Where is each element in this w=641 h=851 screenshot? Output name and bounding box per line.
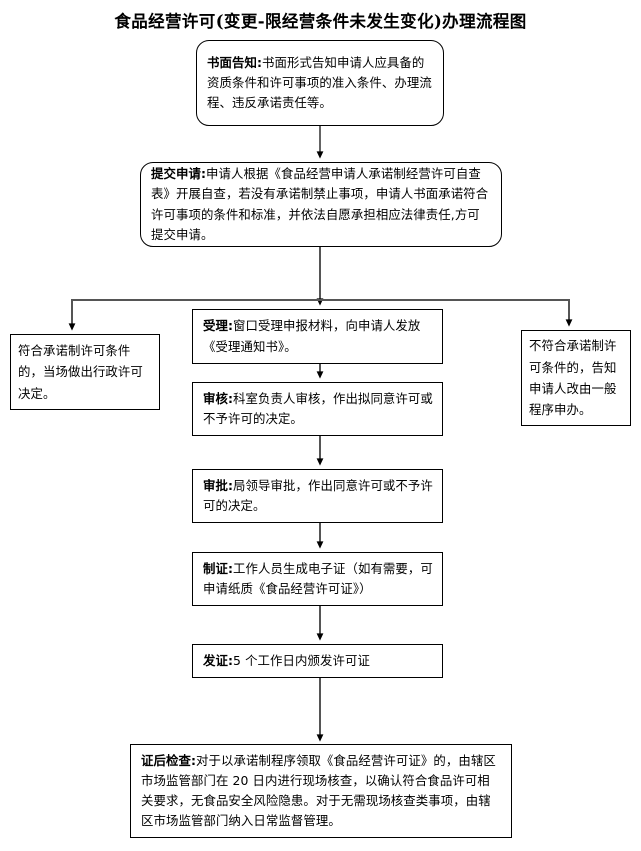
node-text: 审批:局领导审批，作出同意许可或不予许可的决定。 (193, 472, 442, 520)
node-body: 符合承诺制许可条件的，当场做出行政许可决定。 (18, 343, 143, 401)
node-text: 制证:工作人员生成电子证（如有需要，可申请纸质《食品经营许可证》） (193, 555, 442, 603)
node-qualified-onsite-decision[interactable]: 符合承诺制许可条件的，当场做出行政许可决定。 (10, 334, 160, 410)
node-label: 受理: (203, 318, 234, 334)
node-body: 申请人根据《食品经营申请人承诺制经营许可自查表》开展自查，若没有承诺制禁止事项，… (151, 166, 489, 242)
node-text: 书面告知:书面形式告知申请人应具备的资质条件和许可事项的准入条件、办理流程、违反… (197, 49, 443, 117)
node-text: 证后检查:对于以承诺制程序领取《食品经营许可证》的，由辖区市场监管部门在 20 … (131, 747, 511, 835)
node-review[interactable]: 审核:科室负责人审核，作出拟同意许可或不予许可的决定。 (192, 382, 443, 436)
node-body: 科室负责人审核，作出拟同意许可或不予许可的决定。 (203, 390, 433, 426)
page-title: 食品经营许可(变更-限经营条件未发生变化)办理流程图 (114, 12, 527, 31)
node-certificate-production[interactable]: 制证:工作人员生成电子证（如有需要，可申请纸质《食品经营许可证》） (192, 552, 443, 606)
node-certificate-issuance[interactable]: 发证:5 个工作日内颁发许可证 (192, 644, 443, 678)
node-body: 窗口受理申报材料，向申请人发放《受理通知书》。 (203, 318, 421, 354)
node-approval[interactable]: 审批:局领导审批，作出同意许可或不予许可的决定。 (192, 469, 443, 523)
node-label: 提交申请: (151, 166, 207, 182)
node-unqualified-general-procedure[interactable]: 不符合承诺制许可条件的，告知申请人改由一般程序申办。 (521, 330, 631, 426)
node-body: 5 个工作日内颁发许可证 (233, 652, 370, 668)
node-text: 不符合承诺制许可条件的，告知申请人改由一般程序申办。 (522, 332, 630, 423)
node-text: 提交申请:申请人根据《食品经营申请人承诺制经营许可自查表》开展自查，若没有承诺制… (141, 160, 501, 248)
node-body: 工作人员生成电子证（如有需要，可申请纸质《食品经营许可证》） (203, 560, 433, 596)
node-post-certification-inspection[interactable]: 证后检查:对于以承诺制程序领取《食品经营许可证》的，由辖区市场监管部门在 20 … (130, 744, 512, 838)
node-label: 证后检查: (141, 752, 197, 768)
node-body: 不符合承诺制许可条件的，告知申请人改由一般程序申办。 (529, 338, 617, 418)
node-label: 书面告知: (207, 54, 263, 70)
node-text: 符合承诺制许可条件的，当场做出行政许可决定。 (11, 337, 159, 407)
node-written-notification[interactable]: 书面告知:书面形式告知申请人应具备的资质条件和许可事项的准入条件、办理流程、违反… (196, 40, 444, 126)
node-acceptance[interactable]: 受理:窗口受理申报材料，向申请人发放《受理通知书》。 (192, 309, 443, 364)
node-body: 对于以承诺制程序领取《食品经营许可证》的，由辖区市场监管部门在 20 日内进行现… (141, 752, 496, 829)
node-label: 审核: (203, 390, 234, 406)
node-text: 发证:5 个工作日内颁发许可证 (193, 649, 442, 673)
node-label: 发证: (203, 652, 234, 668)
node-submit-application[interactable]: 提交申请:申请人根据《食品经营申请人承诺制经营许可自查表》开展自查，若没有承诺制… (140, 162, 502, 247)
node-text: 审核:科室负责人审核，作出拟同意许可或不予许可的决定。 (193, 385, 442, 433)
node-body: 局领导审批，作出同意许可或不予许可的决定。 (203, 477, 433, 513)
node-text: 受理:窗口受理申报材料，向申请人发放《受理通知书》。 (193, 312, 442, 360)
node-body: 书面形式告知申请人应具备的资质条件和许可事项的准入条件、办理流程、违反承诺责任等… (207, 54, 432, 111)
node-label: 制证: (203, 560, 234, 576)
node-label: 审批: (203, 477, 234, 493)
